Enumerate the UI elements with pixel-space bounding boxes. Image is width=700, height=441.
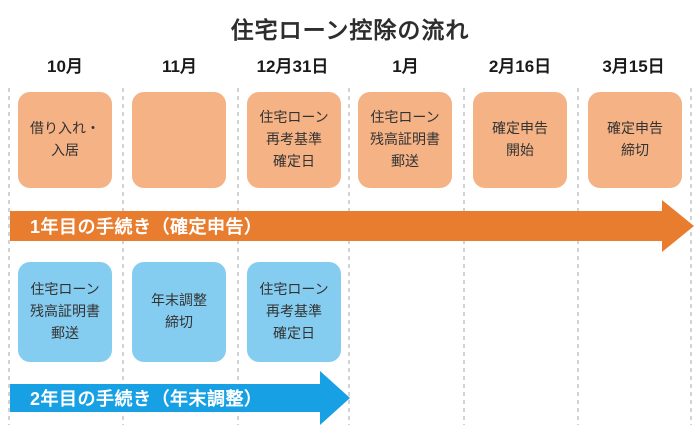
step-box-borrow-movein: 借り入れ・ 入居 xyxy=(18,92,112,188)
column-divider xyxy=(690,88,692,425)
step-box-loan-base-fixed-y2: 住宅ローン 再考基準 確定日 xyxy=(247,262,341,362)
column-divider xyxy=(8,88,10,425)
column-divider xyxy=(463,88,465,425)
column-divider xyxy=(348,88,350,425)
month-label-dec31: 12月31日 xyxy=(256,57,329,76)
year1-banner: 1年目の手続き（確定申告） xyxy=(10,211,662,241)
year1-arrowhead-icon xyxy=(662,200,694,252)
step-box-november-empty xyxy=(132,92,226,188)
step-box-tax-filing-deadline: 確定申告 締切 xyxy=(588,92,682,188)
month-label-oct: 10月 xyxy=(47,57,83,76)
page-title: 住宅ローン控除の流れ xyxy=(230,17,470,43)
month-label-feb16: 2月16日 xyxy=(488,57,552,76)
year2-banner: 2年目の手続き（年末調整） xyxy=(10,384,320,412)
step-box-tax-filing-start: 確定申告 開始 xyxy=(473,92,567,188)
step-box-balance-certificate: 住宅ローン 残高証明書 郵送 xyxy=(358,92,452,188)
year2-banner-label: 2年目の手続き（年末調整） xyxy=(30,389,263,409)
year2-arrowhead-icon xyxy=(320,371,350,425)
column-divider xyxy=(577,88,579,425)
month-label-nov: 11月 xyxy=(162,57,197,76)
column-divider xyxy=(237,88,239,425)
step-box-loan-base-fixed: 住宅ローン 再考基準 確定日 xyxy=(247,92,341,188)
month-label-jan: 1月 xyxy=(392,57,419,76)
column-divider xyxy=(122,88,124,425)
year1-banner-label: 1年目の手続き（確定申告） xyxy=(30,217,263,237)
step-box-balance-certificate-y2: 住宅ローン 残高証明書 郵送 xyxy=(18,262,112,362)
step-box-yearend-adj-deadline: 年末調整 締切 xyxy=(132,262,226,362)
month-label-mar15: 3月15日 xyxy=(602,57,665,76)
